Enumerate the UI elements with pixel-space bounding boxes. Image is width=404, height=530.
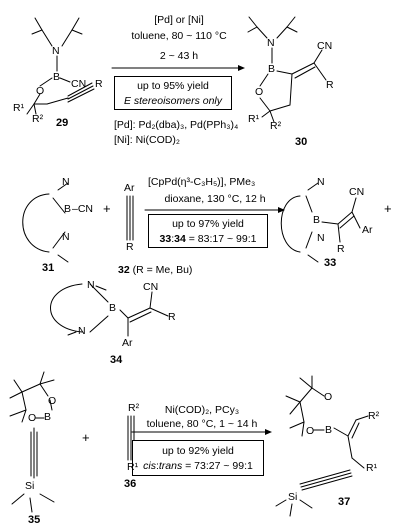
r3-condition-solvent-temp: toluene, 80 °C, 1 ~ 14 h xyxy=(146,418,258,430)
atom-label: –CN xyxy=(72,203,94,215)
plus-sign: + xyxy=(103,201,111,216)
atom-label: O xyxy=(306,425,315,437)
r1-condition-catalyst: [Pd] or [Ni] xyxy=(154,14,204,26)
atom-label: O xyxy=(28,412,37,424)
atom-label: B xyxy=(268,63,276,75)
atom-label: R xyxy=(95,78,103,90)
atom-label: Si xyxy=(288,491,298,503)
atom-label: B xyxy=(109,302,117,314)
atom-label: B xyxy=(325,424,333,436)
r2-yield-text: up to 97% yield xyxy=(172,218,244,230)
atom-label: R² xyxy=(270,120,282,132)
atom-label: N xyxy=(317,176,325,188)
atom-label: R xyxy=(168,311,176,323)
structure-37 xyxy=(275,375,369,517)
r2-condition-solvent-temp: dioxane, 130 °C, 12 h xyxy=(164,193,266,205)
atom-label: Ar xyxy=(362,224,373,236)
atom-label: N xyxy=(317,232,325,244)
atom-label: B xyxy=(53,71,61,83)
atom-label: CN xyxy=(71,78,87,90)
atom-label: O xyxy=(255,86,264,98)
atom-label: R xyxy=(126,241,134,253)
r2-condition-catalyst: [CpPd(η³-C₃H₅)], PMe₃ xyxy=(148,176,256,188)
r1-yield-text: up to 95% yield xyxy=(137,80,209,92)
r3-yield-text: up to 92% yield xyxy=(162,445,234,457)
atom-label: B xyxy=(64,203,72,215)
r3-selectivity-text: cis:trans = 73:27 ~ 99:1 xyxy=(143,460,253,472)
atom-label: R² xyxy=(128,402,140,414)
structure-35 xyxy=(9,371,55,513)
structure-29 xyxy=(26,17,95,115)
atom-label: CN xyxy=(349,186,365,198)
atom-label: CN xyxy=(143,281,159,293)
atom-label: Ar xyxy=(122,337,133,349)
structure-34 xyxy=(50,283,169,337)
r1-note-ni: [Ni]: Ni(COD)₂ xyxy=(114,134,180,146)
atom-label: O xyxy=(324,391,333,403)
r1-note-pd: [Pd]: Pd₂(dba)₃, Pd(PPh₃)₄ xyxy=(114,119,239,131)
atom-label: N xyxy=(267,37,275,49)
r3-condition-catalyst: Ni(COD)₂, PCy₃ xyxy=(164,404,240,416)
compound-label-35: 35 xyxy=(28,514,41,526)
compound-label-29: 29 xyxy=(56,117,69,129)
atom-label: R xyxy=(337,243,345,255)
atom-label: R¹ xyxy=(366,462,378,474)
r1-selectivity-text: E stereoisomers only xyxy=(123,95,223,107)
atom-label: N xyxy=(87,279,95,291)
atom-label: R² xyxy=(368,410,380,422)
r1-condition-solvent-temp: toluene, 80 ~ 110 °C xyxy=(131,30,227,42)
plus-sign: + xyxy=(82,430,90,445)
plus-sign: + xyxy=(384,201,392,216)
structure-32 xyxy=(126,195,134,241)
r2-selectivity-text: 33:34 = 83:17 ~ 99:1 xyxy=(159,233,257,245)
atom-label: Si xyxy=(25,480,35,492)
compound-label-36: 36 xyxy=(124,478,137,490)
atom-label: R¹ xyxy=(13,102,25,114)
atom-label: N xyxy=(62,176,70,188)
compound-label-33: 33 xyxy=(324,257,337,269)
structure-33 xyxy=(280,182,361,263)
compound-label-32: 32 (R = Me, Bu) xyxy=(118,264,193,276)
atom-label: O xyxy=(36,85,45,97)
compound-label-30: 30 xyxy=(295,136,308,148)
atom-label: R xyxy=(326,79,334,91)
compound-label-37: 37 xyxy=(338,496,351,508)
atom-label: Ar xyxy=(124,182,135,194)
atom-label: B xyxy=(313,214,321,226)
structure-31 xyxy=(22,182,69,263)
atom-label: CN xyxy=(317,40,333,52)
structure-30 xyxy=(247,16,327,123)
r1-yield-box: up to 95% yield E stereoisomers only xyxy=(114,76,232,110)
atom-label: R¹ xyxy=(127,461,139,473)
compound-label-31: 31 xyxy=(42,262,55,274)
atom-label: N xyxy=(78,325,86,337)
compound-label-34: 34 xyxy=(110,354,123,366)
r1-condition-time: 2 ~ 43 h xyxy=(159,50,199,62)
r3-yield-box: up to 92% yield cis:trans = 73:27 ~ 99:1 xyxy=(132,440,264,476)
atom-label: N xyxy=(52,45,60,57)
atom-label: R¹ xyxy=(248,113,260,125)
atom-label: R² xyxy=(32,113,44,125)
atom-label: N xyxy=(62,231,70,243)
atom-label: B xyxy=(44,411,52,423)
atom-label: O xyxy=(48,395,57,407)
r2-yield-box: up to 97% yield 33:34 = 83:17 ~ 99:1 xyxy=(148,214,268,248)
